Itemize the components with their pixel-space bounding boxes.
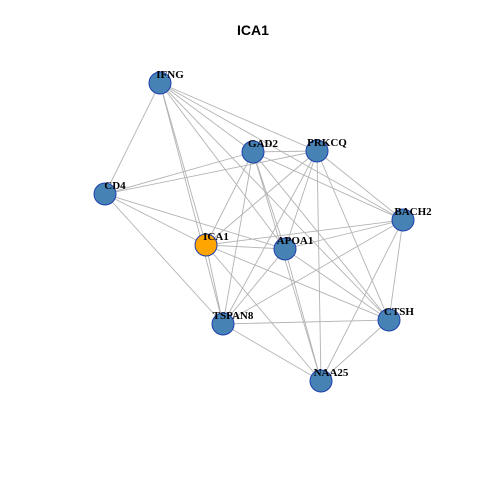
- node-label-cd4: CD4: [104, 180, 126, 192]
- edge-ifng-tspan8: [159, 82, 224, 325]
- edge-prkcq-bach2: [316, 150, 404, 221]
- edge-layer: [104, 82, 404, 382]
- node-bach2[interactable]: [391, 208, 415, 232]
- edge-cd4-ica1: [104, 193, 207, 246]
- edge-gad2-naa25: [252, 151, 322, 382]
- node-label-apoa1: APOA1: [277, 235, 314, 247]
- node-label-gad2: GAD2: [248, 138, 278, 150]
- node-label-naa25: NAA25: [314, 367, 349, 379]
- node-label-bach2: BACH2: [394, 206, 432, 218]
- edge-prkcq-tspan8: [222, 150, 318, 325]
- node-label-ica1: ICA1: [203, 231, 229, 243]
- node-ica1[interactable]: [194, 233, 218, 257]
- node-label-ctsh: CTSH: [384, 306, 414, 318]
- edge-ifng-apoa1: [159, 82, 286, 250]
- graph-title: ICA1: [237, 22, 269, 38]
- edge-gad2-ica1: [205, 151, 254, 246]
- edge-gad2-cd4: [104, 151, 254, 195]
- edge-bach2-ctsh: [388, 219, 404, 321]
- edge-tspan8-naa25: [222, 323, 322, 382]
- edge-ifng-ctsh: [159, 82, 390, 321]
- edge-bach2-tspan8: [222, 219, 404, 325]
- edge-bach2-naa25: [320, 219, 404, 382]
- edge-prkcq-ctsh: [316, 150, 390, 321]
- node-ifng[interactable]: [148, 71, 172, 95]
- edge-apoa1-naa25: [284, 248, 322, 382]
- edge-prkcq-ica1: [205, 150, 318, 246]
- edge-tspan8-ctsh: [222, 319, 390, 325]
- edge-prkcq-apoa1: [284, 150, 318, 250]
- node-ctsh[interactable]: [377, 308, 401, 332]
- edge-ica1-bach2: [205, 219, 404, 246]
- edge-apoa1-bach2: [284, 219, 404, 250]
- edge-ctsh-naa25: [320, 319, 390, 382]
- edge-cd4-tspan8: [104, 193, 224, 325]
- node-label-tspan8: TSPAN8: [213, 310, 254, 322]
- edge-ica1-apoa1: [205, 244, 286, 250]
- edge-ifng-ica1: [159, 82, 207, 246]
- edge-gad2-apoa1: [252, 151, 286, 250]
- node-label-ifng: IFNG: [156, 69, 184, 81]
- node-cd4[interactable]: [93, 182, 117, 206]
- edge-gad2-bach2: [252, 151, 404, 221]
- node-layer: [93, 71, 415, 393]
- edge-apoa1-ctsh: [284, 248, 390, 321]
- edge-gad2-tspan8: [222, 151, 254, 325]
- edge-ica1-tspan8: [205, 244, 224, 325]
- node-label-prkcq: PRKCQ: [307, 137, 347, 149]
- node-tspan8[interactable]: [211, 312, 235, 336]
- node-apoa1[interactable]: [273, 237, 297, 261]
- edge-ica1-naa25: [205, 244, 322, 382]
- node-prkcq[interactable]: [305, 139, 329, 163]
- edge-ifng-prkcq: [159, 82, 318, 152]
- edge-prkcq-cd4: [104, 150, 318, 195]
- edge-prkcq-naa25: [316, 150, 322, 382]
- node-naa25[interactable]: [309, 369, 333, 393]
- edge-ifng-gad2: [159, 82, 254, 153]
- edge-cd4-apoa1: [104, 193, 286, 250]
- edge-apoa1-tspan8: [222, 248, 286, 325]
- node-gad2[interactable]: [241, 140, 265, 164]
- edge-ifng-cd4: [104, 82, 161, 195]
